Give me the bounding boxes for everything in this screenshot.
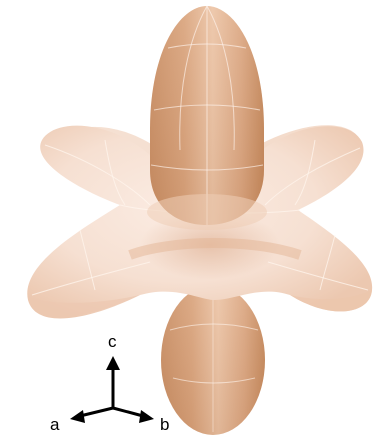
b-axis-label: b (160, 415, 169, 434)
axis-indicator (70, 356, 154, 423)
a-axis-arrowhead (70, 410, 85, 423)
c-axis-arrowhead (106, 356, 120, 370)
a-axis-label: a (50, 415, 60, 434)
b-axis-arrowhead (139, 410, 154, 423)
lower-lobe (161, 285, 265, 435)
c-axis-label: c (108, 332, 117, 351)
a-axis-arrow (80, 408, 113, 416)
upper-lobe (147, 6, 267, 230)
b-axis-arrow (113, 408, 143, 416)
